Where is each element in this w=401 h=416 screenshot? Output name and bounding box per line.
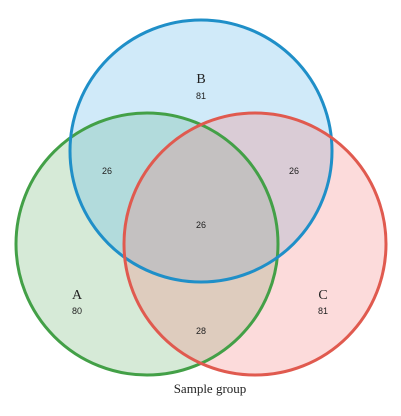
intersection-abc-count: 26: [196, 220, 206, 230]
set-c-fill: [124, 113, 386, 375]
set-b-fill: [70, 20, 332, 282]
set-c-count: 81: [318, 306, 328, 316]
set-a-count: 80: [72, 306, 82, 316]
intersection-ab-count: 26: [102, 166, 112, 176]
set-a-label: A: [72, 288, 83, 303]
circle-outlines: [14, 18, 388, 377]
set-c-label: C: [318, 288, 327, 303]
circle-fills: [16, 20, 386, 375]
diagram-caption: Sample group: [174, 381, 247, 396]
set-a-fill: [16, 113, 278, 375]
set-a-outline: [14, 111, 280, 377]
intersection-ac-count: 28: [196, 326, 206, 336]
set-b-count: 81: [196, 91, 206, 101]
set-c-outline: [122, 111, 388, 377]
intersection-bc-count: 26: [289, 166, 299, 176]
set-b-outline: [68, 18, 334, 284]
set-b-label: B: [196, 72, 205, 87]
